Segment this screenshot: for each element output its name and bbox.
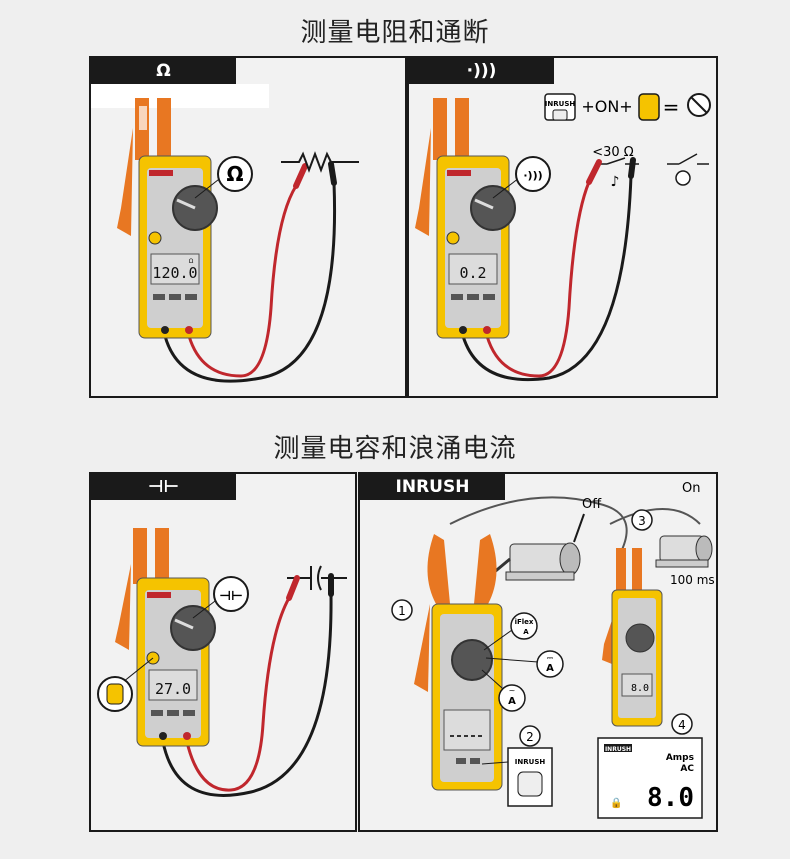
inrush-tab-label: INRUSH	[395, 477, 470, 497]
dial-continuity-symbol: ·)))	[523, 169, 542, 182]
mute-icon	[690, 96, 708, 114]
resistance-illustration: Ω 120.0 Ω	[117, 98, 359, 383]
display-reading: 8.0	[647, 783, 694, 813]
step-1: 1	[398, 604, 406, 618]
continuity-beeper-icon: ·)))	[466, 61, 497, 81]
ac-amp-label: A	[508, 696, 516, 707]
beep-note-icon: ♪	[611, 174, 620, 190]
motor-on-label: On	[682, 481, 700, 496]
panel-resistance: Ω	[89, 56, 407, 398]
motor-on	[655, 535, 713, 568]
panel-capacitance: ⊣⊢ ⊣⊢	[89, 472, 357, 832]
tab-capacitance: ⊣⊢	[91, 474, 236, 500]
dial-capacitance-symbol: ⊣⊢	[219, 589, 243, 604]
tab-resistance: Ω	[91, 58, 236, 84]
ac-symbol: ~	[509, 686, 516, 695]
continuity-illustration: INRUSH +ON+ = <30 Ω ♪	[415, 93, 711, 382]
step-2: 2	[526, 730, 534, 744]
tab-inrush: INRUSH	[360, 474, 505, 500]
formula-inrush-label: INRUSH	[545, 100, 576, 108]
blank-label-strip	[91, 84, 269, 108]
motor-off-label: Off	[582, 497, 602, 512]
panel-inrush: INRUSH Off On 100 ms 1 2 3 4	[358, 472, 718, 832]
iflex-unit: A	[523, 628, 529, 636]
iflex-label: iFlex	[515, 618, 534, 626]
clamp-meter-small: 8.0	[602, 548, 663, 727]
large-display	[597, 737, 703, 819]
clamp-meter	[415, 98, 516, 339]
motor-off	[491, 542, 581, 581]
threshold-label: <30 Ω	[592, 145, 634, 160]
display-units: Amps	[666, 753, 694, 763]
inrush-button-icon	[517, 771, 543, 797]
dc-symbol: ⎓	[547, 653, 554, 662]
ohm-symbol: Ω	[156, 61, 171, 81]
lcd-unit: Ω	[189, 258, 194, 265]
step-3: 3	[638, 514, 646, 528]
panel-continuity: ·))) INRUSH +ON+ = <30 Ω ♪	[407, 56, 718, 398]
lock-icon: 🔒	[610, 797, 622, 809]
display-inrush-tag: INRUSH	[605, 746, 631, 753]
heading-capacitance-inrush: 测量电容和浪涌电流	[273, 434, 517, 464]
tab-continuity: ·)))	[409, 58, 554, 84]
time-label: 100 ms	[670, 573, 715, 587]
lcd-reading: 0.2	[459, 264, 486, 282]
formula-plus-on: +ON+	[581, 97, 632, 116]
lcd-reading: 120.0	[152, 264, 197, 282]
capacitor-icon: ⊣⊢	[147, 477, 180, 497]
capacitance-illustration: ⊣⊢ 27.0	[97, 528, 347, 797]
dc-amp-label: A	[546, 663, 554, 674]
lcd-reading: 27.0	[155, 680, 191, 698]
equals-sign: =	[663, 95, 680, 119]
inrush-illustration: Off On 100 ms 1 2 3 4	[391, 481, 715, 819]
inrush-button-label: INRUSH	[515, 758, 546, 766]
heading-resistance-continuity: 测量电阻和通断	[300, 18, 490, 48]
clamp-meter	[115, 528, 216, 747]
silent-icon	[675, 170, 691, 186]
step-4: 4	[678, 718, 686, 732]
small-lcd-reading: 8.0	[631, 683, 649, 694]
clamp-meter-large	[414, 534, 503, 791]
display-mode: AC	[680, 764, 694, 774]
hold-button-icon	[106, 683, 124, 705]
dial-ohm-symbol: Ω	[226, 162, 243, 186]
clamp-meter	[117, 98, 218, 339]
